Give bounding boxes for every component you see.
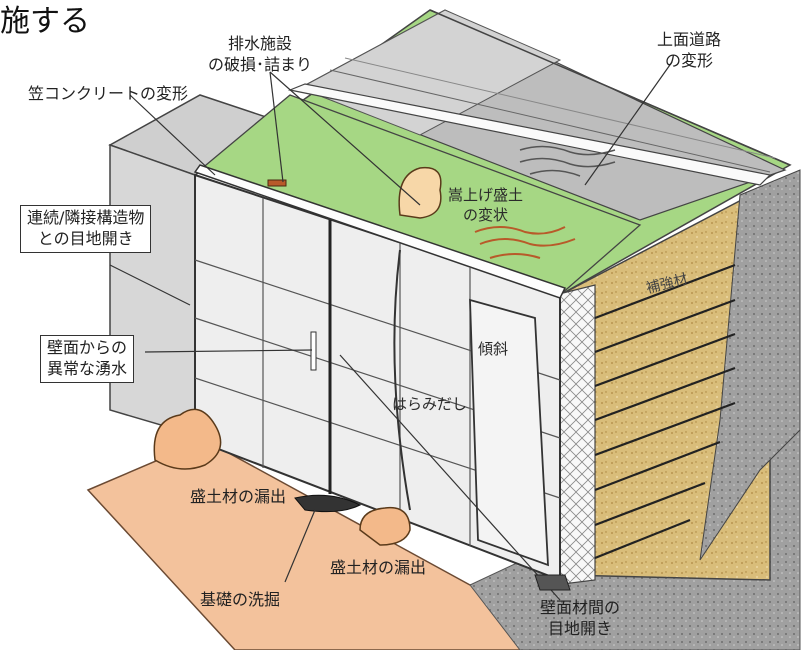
road-crack-lines [519,145,616,177]
label-drainage-damage-line2: の破損･詰まり [208,54,313,74]
base-slab [534,574,571,591]
rock-section [699,169,801,561]
leak-pile-2 [359,506,411,546]
crack-lines [474,226,576,259]
label-embankment: 嵩上げ盛土 の変状 [448,186,523,225]
label-wall-water: 壁面からの 異常な湧水 [40,335,135,383]
embankment-bump [398,166,442,219]
label-bulge: はらみだし [392,395,468,413]
label-wall-water-line1: 壁面からの [47,338,128,357]
label-adjacent-joint-line1: 連続/隣接構造物 [27,208,145,227]
label-panel-joint-line1: 壁面材間の [540,598,621,617]
tilted-panel [469,298,549,567]
label-adjacent-joint-line2: との目地開き [37,228,134,248]
bulge-curve [393,249,411,511]
label-fill-leak-1: 盛土材の漏出 [190,487,287,506]
label-drainage-damage: 排水施設 の破損･詰まり [208,34,312,76]
label-drainage-damage-line1: 排水施設 [228,34,293,53]
water-drip [310,331,317,371]
label-road-deform: 上面道路 の変形 [657,30,721,72]
label-adjacent-joint: 連続/隣接構造物 との目地開き [20,205,152,253]
drainage-damage-mark [267,179,287,187]
coping [193,164,567,299]
label-tilt: 傾斜 [478,340,509,358]
reinforcement-strips [594,263,736,560]
label-embankment-line1: 嵩上げ盛土 [448,186,524,204]
label-panel-joint-line2: 目地開き [548,618,613,638]
title-fragment: 施する [0,4,90,39]
adjacent-structure-front [109,143,196,437]
leader-lines [109,61,673,601]
label-coping-deform: 笠コンクリートの変形 [28,84,189,103]
label-road-deform-line2: の変形 [665,50,714,70]
label-wall-water-line2: 異常な湧水 [47,358,128,378]
label-fill-leak-2: 盛土材の漏出 [330,558,427,577]
scour-hole [294,494,362,513]
leak-pile-1 [153,408,222,470]
label-panel-joint: 壁面材間の 目地開き [540,598,620,640]
label-road-deform-line1: 上面道路 [657,30,722,49]
label-foundation-scour: 基礎の洗掘 [200,590,281,609]
label-embankment-line2: の変状 [463,205,509,224]
